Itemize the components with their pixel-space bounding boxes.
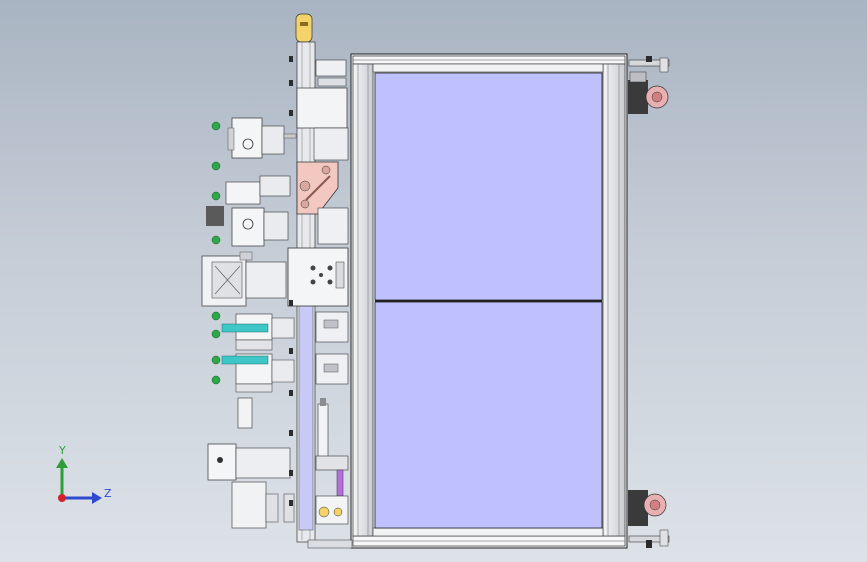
gripper-station-1 — [227, 117, 297, 159]
rotary-unit — [201, 251, 287, 307]
mid-block-holes — [310, 265, 333, 285]
y-axis-label: Y — [58, 444, 66, 457]
lower-cylinder — [315, 398, 349, 525]
pusher-assembly — [207, 397, 295, 529]
upper-carriage — [296, 59, 349, 161]
lower-panel — [374, 301, 603, 529]
green-knobs — [211, 121, 221, 385]
bottom-caster — [628, 490, 670, 548]
top-caster — [628, 56, 670, 114]
gripper-station-2 — [206, 175, 291, 247]
z-axis-label: Z — [104, 487, 112, 500]
upper-panel — [374, 72, 603, 301]
mid-block-a — [317, 207, 349, 245]
rail-fasteners — [289, 56, 293, 506]
axis-triad — [56, 458, 102, 504]
gripper-station-4 — [221, 353, 295, 393]
gusset-bracket — [296, 161, 339, 215]
gripper-station-3 — [221, 313, 295, 351]
